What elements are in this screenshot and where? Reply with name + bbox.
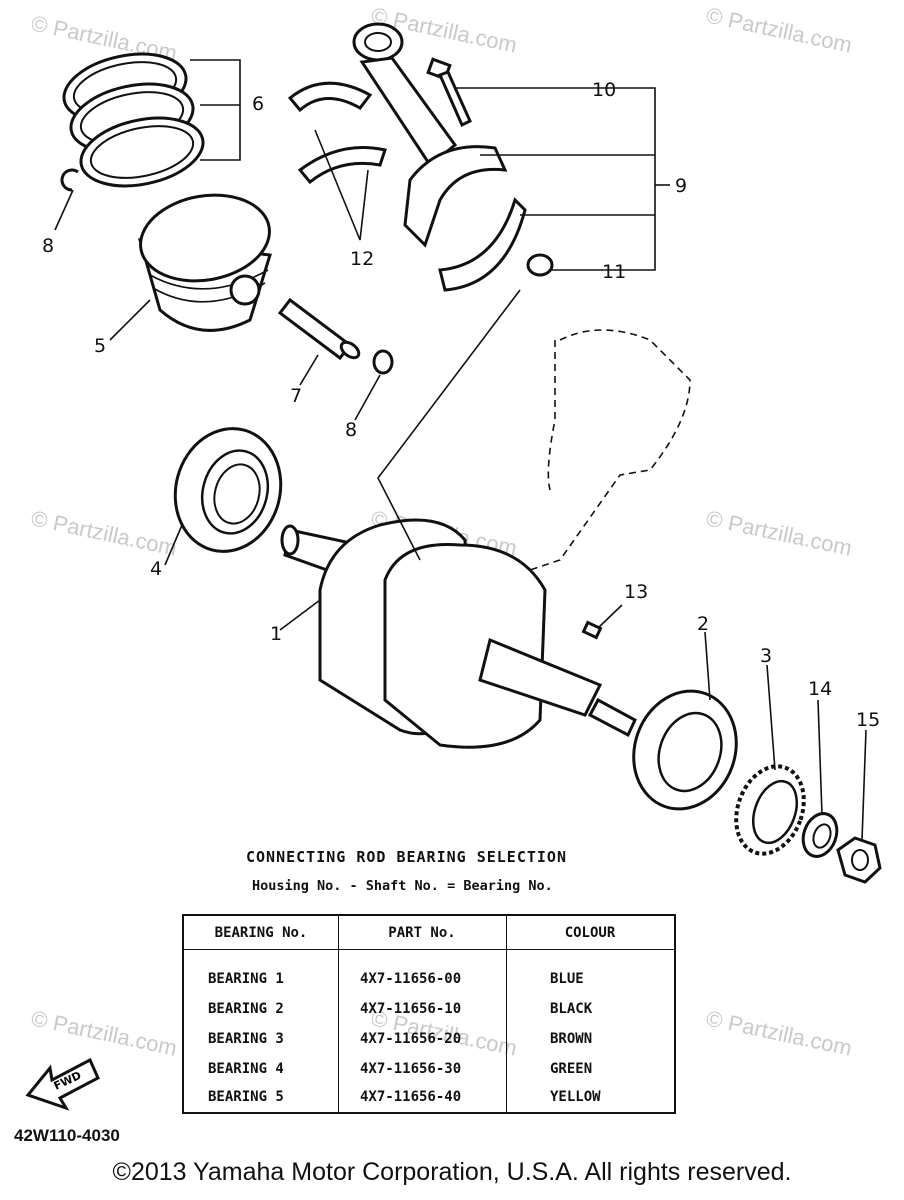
- callout-10: 10: [592, 79, 616, 101]
- table-row: BEARING 4 4X7-11656-30 GREEN: [184, 1054, 674, 1084]
- cell-part: 4X7-11656-10: [360, 1001, 462, 1017]
- callout-4: 4: [150, 558, 162, 580]
- piston-rings: [62, 52, 205, 188]
- circlip-left: [60, 168, 79, 192]
- header-bearing-no: BEARING No.: [184, 916, 338, 950]
- cell-colour: BROWN: [550, 1031, 593, 1047]
- selection-formula: Housing No. - Shaft No. = Bearing No.: [252, 878, 553, 894]
- table-row: BEARING 5 4X7-11656-40 YELLOW: [184, 1082, 674, 1112]
- callout-14: 14: [808, 678, 832, 700]
- cell-part: 4X7-11656-30: [360, 1061, 462, 1077]
- left-crank-bearing: [173, 427, 283, 553]
- cell-part: 4X7-11656-00: [360, 971, 462, 987]
- piston-pin: [277, 297, 361, 361]
- cell-bearing: BEARING 1: [208, 971, 284, 987]
- fwd-arrow-icon: FWD: [25, 1057, 100, 1111]
- piston: [137, 193, 272, 332]
- watermark: © Partzilla.com: [704, 2, 854, 57]
- callout-7: 7: [290, 385, 302, 407]
- callout-12: 12: [350, 248, 374, 270]
- cell-bearing: BEARING 5: [208, 1089, 284, 1105]
- callout-8-right: 8: [345, 419, 357, 441]
- watermark: © Partzilla.com: [29, 505, 179, 560]
- callout-9: 9: [675, 175, 687, 197]
- crank-nut: [836, 836, 882, 884]
- callout-numbers: 1 2 3 4 5 6 7 8 8 9 10 11 12 13 14 15: [42, 79, 880, 731]
- cell-bearing: BEARING 3: [208, 1031, 284, 1047]
- bearing-selection-table: BEARING No. PART No. COLOUR BEARING 1 4X…: [182, 914, 676, 1114]
- timing-gear: [734, 764, 806, 856]
- table-row: BEARING 2 4X7-11656-10 BLACK: [184, 994, 674, 1024]
- cell-bearing: BEARING 4: [208, 1061, 284, 1077]
- cell-part: 4X7-11656-20: [360, 1031, 462, 1047]
- connecting-rod-bearings: [287, 81, 387, 185]
- header-colour: COLOUR: [506, 916, 674, 950]
- woodruff-key: [581, 620, 603, 640]
- circlip-right: [372, 349, 394, 375]
- watermark: © Partzilla.com: [704, 505, 854, 560]
- callout-11: 11: [602, 261, 626, 283]
- watermark: © Partzilla.com: [704, 1005, 854, 1060]
- callout-5: 5: [94, 335, 106, 357]
- cell-colour: BLUE: [550, 971, 584, 987]
- header-part-no: PART No.: [338, 916, 506, 950]
- right-crank-bearing: [632, 689, 738, 811]
- cell-bearing: BEARING 2: [208, 1001, 284, 1017]
- cell-colour: GREEN: [550, 1061, 593, 1077]
- diagram-code: 42W110-4030: [14, 1126, 120, 1145]
- cell-colour: BLACK: [550, 1001, 593, 1017]
- leader-lines: [54, 59, 867, 841]
- rod-nut: [526, 253, 554, 277]
- callout-15: 15: [856, 709, 880, 731]
- rod-cap: [438, 197, 527, 292]
- table-row: BEARING 3 4X7-11656-20 BROWN: [184, 1024, 674, 1054]
- washer: [801, 812, 839, 858]
- callout-2: 2: [697, 613, 709, 635]
- crankshaft: [280, 518, 637, 749]
- callout-13: 13: [624, 581, 648, 603]
- selection-title: CONNECTING ROD BEARING SELECTION: [246, 848, 567, 866]
- callout-6: 6: [252, 93, 264, 115]
- table-row: BEARING 1 4X7-11656-00 BLUE: [184, 964, 674, 994]
- watermark: © Partzilla.com: [29, 1005, 179, 1060]
- rod-bolt: [426, 57, 472, 128]
- callout-8-left: 8: [42, 235, 54, 257]
- phantom-connecting-rod: [529, 329, 691, 571]
- cell-colour: YELLOW: [550, 1089, 601, 1105]
- callout-3: 3: [760, 645, 772, 667]
- cell-part: 4X7-11656-40: [360, 1089, 462, 1105]
- connecting-rod: [352, 22, 508, 248]
- copyright-notice: ©2013 Yamaha Motor Corporation, U.S.A. A…: [112, 1158, 792, 1186]
- callout-1: 1: [270, 623, 282, 645]
